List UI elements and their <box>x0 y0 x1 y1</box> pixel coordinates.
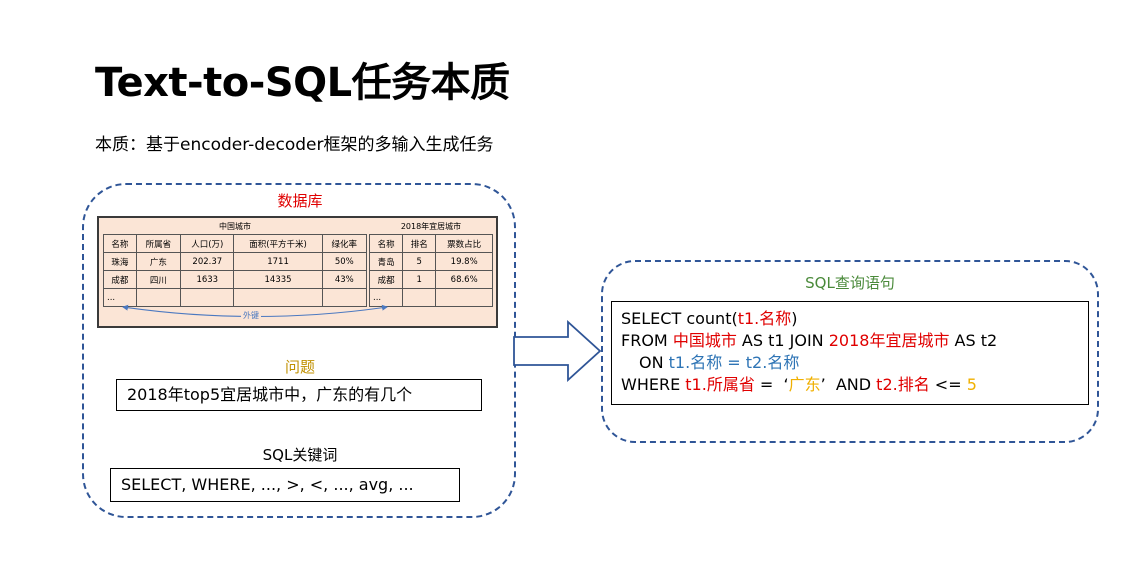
foreign-key-label: 外键 <box>241 310 261 321</box>
table1-caption: 中国城市 <box>219 222 251 231</box>
sql-join-condition: t1.名称 = t2.名称 <box>668 353 800 372</box>
table-cell: 19.8% <box>435 252 493 271</box>
table-header-cell: 人口(万) <box>180 234 235 253</box>
sql-table-ref: 中国城市 <box>672 331 737 350</box>
table-row: ... <box>103 288 368 307</box>
table2-caption: 2018年宜居城市 <box>400 222 462 231</box>
table-cell: 202.37 <box>180 252 235 271</box>
table-cell: 68.6% <box>435 270 493 289</box>
sql-token: AS t2 <box>949 331 998 350</box>
sql-table-ref: 2018年宜居城市 <box>828 331 950 350</box>
table-row: ... <box>368 288 493 307</box>
table-row: 成都 四川 1633 14335 43% <box>103 270 368 289</box>
sql-token: AS t1 JOIN <box>736 331 829 350</box>
sql-line-4: WHERE t1.所属省 = ‘广东’ AND t2.排名 <= 5 <box>621 374 1088 396</box>
table-cell: 1633 <box>180 270 235 289</box>
sql-token: ) <box>791 309 798 328</box>
table-header-row: 名称 排名 票数占比 <box>368 234 493 253</box>
sql-column-ref: t1.所属省 <box>685 375 755 394</box>
page-subtitle: 本质：基于encoder-decoder框架的多输入生成任务 <box>95 135 494 155</box>
table-cell: 成都 <box>103 270 137 289</box>
table-header-cell: 面积(平方千米) <box>233 234 323 253</box>
table1: 名称 所属省 人口(万) 面积(平方千米) 绿化率 珠海 广东 202.37 1… <box>103 234 368 307</box>
sql-label: SQL查询语句 <box>805 274 895 292</box>
sql-token: ’ AND <box>820 375 877 394</box>
table-row: 成都 1 68.6% <box>368 270 493 289</box>
question-label: 问题 <box>284 358 315 376</box>
table-cell: 1 <box>402 270 437 289</box>
sql-token: SELECT count( <box>621 309 738 328</box>
sql-line-3: ON t1.名称 = t2.名称 <box>621 352 1088 374</box>
table-header-cell: 名称 <box>103 234 137 253</box>
table-cell <box>435 288 493 307</box>
page-title: Text-to-SQL任务本质 <box>95 60 510 106</box>
table-cell: 四川 <box>135 270 182 289</box>
sql-value: 5 <box>966 375 977 394</box>
table-header-cell: 绿化率 <box>321 234 368 253</box>
sql-column-ref: t2.排名 <box>876 375 930 394</box>
table-cell: 珠海 <box>103 252 137 271</box>
table-cell: 成都 <box>368 270 404 289</box>
table-header-cell: 所属省 <box>135 234 182 253</box>
right-arrow-icon <box>513 320 602 382</box>
table2: 名称 排名 票数占比 青岛 5 19.8% 成都 1 68.6% ... <box>368 234 493 307</box>
table-cell: 50% <box>321 252 368 271</box>
table-row: 青岛 5 19.8% <box>368 252 493 271</box>
sql-column-ref: t1.名称 <box>737 309 792 328</box>
output-group-frame <box>601 260 1099 443</box>
table-cell: 5 <box>402 252 437 271</box>
table-header-row: 名称 所属省 人口(万) 面积(平方千米) 绿化率 <box>103 234 368 253</box>
sql-token: WHERE <box>621 375 686 394</box>
question-box: 2018年top5宜居城市中，广东的有几个 <box>116 379 482 411</box>
table-cell: 14335 <box>233 270 323 289</box>
keywords-label: SQL关键词 <box>262 446 338 464</box>
table-cell: 43% <box>321 270 368 289</box>
sql-token: ON <box>639 353 669 372</box>
table-cell: 1711 <box>233 252 323 271</box>
table-header-cell: 名称 <box>368 234 404 253</box>
table-header-cell: 排名 <box>402 234 437 253</box>
sql-line-2: FROM 中国城市 AS t1 JOIN 2018年宜居城市 AS t2 <box>621 330 1088 352</box>
table-cell: 青岛 <box>368 252 404 271</box>
table-header-cell: 票数占比 <box>435 234 493 253</box>
table-row: 珠海 广东 202.37 1711 50% <box>103 252 368 271</box>
sql-token: = ‘ <box>754 375 789 394</box>
table-cell: 广东 <box>135 252 182 271</box>
keywords-box: SELECT, WHERE, ..., >, <, ..., avg, ... <box>110 468 460 502</box>
sql-token: FROM <box>621 331 673 350</box>
table-cell <box>402 288 437 307</box>
sql-value: 广东 <box>788 375 821 394</box>
sql-line-1: SELECT count(t1.名称) <box>621 308 1088 330</box>
database-label: 数据库 <box>277 192 323 210</box>
sql-query-box: SELECT count(t1.名称) FROM 中国城市 AS t1 JOIN… <box>611 301 1089 405</box>
sql-token: <= <box>929 375 967 394</box>
